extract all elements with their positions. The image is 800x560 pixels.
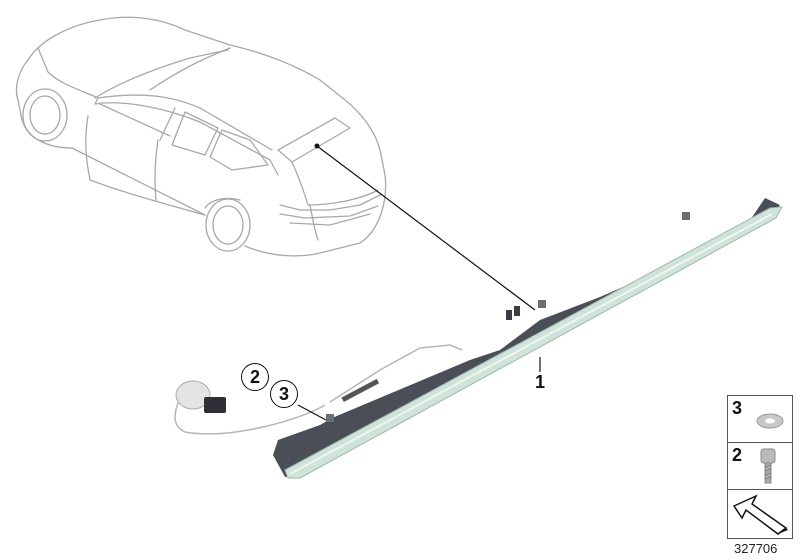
callout-1: 1 [535, 372, 546, 392]
washer-icon [756, 413, 784, 429]
callout-3: 3 [270, 380, 298, 408]
legend-item-screw: 2 [728, 443, 792, 490]
parts-legend: 3 2 [727, 395, 793, 539]
arrow-symbol-icon [732, 494, 788, 535]
diagram-id: 327706 [734, 541, 778, 556]
legend-item-arrow [728, 490, 792, 538]
legend-item-washer: 3 [728, 396, 792, 443]
screw-icon [760, 448, 776, 484]
callout-2: 2 [241, 363, 269, 391]
